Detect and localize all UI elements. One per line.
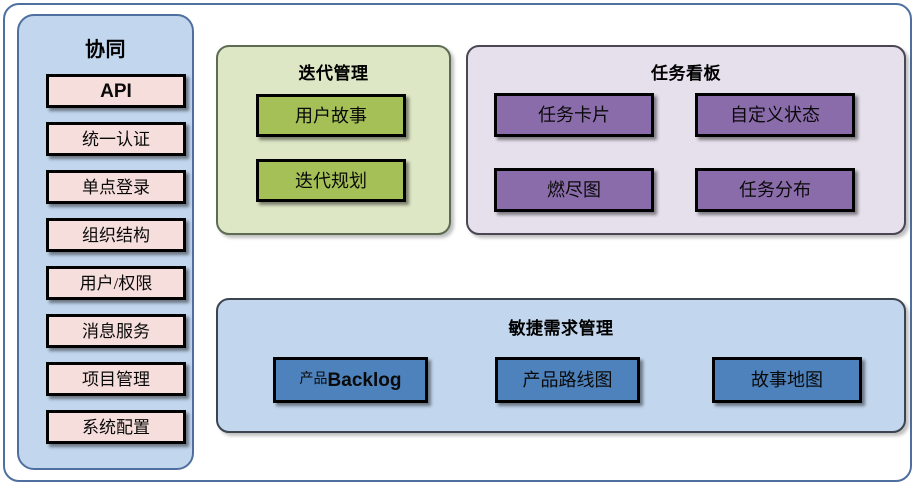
sidebar-item-api[interactable]: API — [46, 74, 186, 108]
iteration-item-user-story[interactable]: 用户故事 — [256, 94, 406, 137]
sidebar-item-user-permission[interactable]: 用户/权限 — [46, 266, 186, 300]
task-item-task-card[interactable]: 任务卡片 — [494, 93, 654, 137]
panel-iteration-management[interactable]: 迭代管理 用户故事 迭代规划 — [216, 45, 451, 235]
panel-task-board[interactable]: 任务看板 任务卡片 自定义状态 燃尽图 任务分布 — [466, 45, 906, 235]
agile-item-product-roadmap[interactable]: 产品路线图 — [495, 357, 640, 403]
panel-iteration-title: 迭代管理 — [298, 64, 369, 83]
agile-item-product-backlog-cn: 产品 — [299, 372, 328, 387]
sidebar-item-project-management[interactable]: 项目管理 — [46, 362, 186, 396]
task-item-burndown-chart[interactable]: 燃尽图 — [494, 168, 654, 212]
panel-task-board-title: 任务看板 — [651, 64, 721, 83]
panel-collaboration[interactable]: 协同 API 统一认证 单点登录 组织结构 用户/权限 消息服务 项目管理 系统… — [17, 14, 194, 470]
iteration-item-iteration-planning[interactable]: 迭代规划 — [256, 159, 406, 202]
sidebar-item-system-config[interactable]: 系统配置 — [46, 410, 186, 444]
agile-item-product-backlog-en: Backlog — [327, 369, 402, 391]
panel-agile-title: 敏捷需求管理 — [508, 319, 614, 338]
panel-collaboration-title: 协同 — [85, 39, 126, 61]
sidebar-item-sso[interactable]: 单点登录 — [46, 170, 186, 204]
sidebar-item-org-structure[interactable]: 组织结构 — [46, 218, 186, 252]
task-item-task-distribution[interactable]: 任务分布 — [695, 168, 855, 212]
sidebar-item-message-service[interactable]: 消息服务 — [46, 314, 186, 348]
task-item-custom-status[interactable]: 自定义状态 — [695, 93, 855, 137]
sidebar-item-unified-auth[interactable]: 统一认证 — [46, 122, 186, 156]
agile-item-story-map[interactable]: 故事地图 — [712, 357, 862, 403]
